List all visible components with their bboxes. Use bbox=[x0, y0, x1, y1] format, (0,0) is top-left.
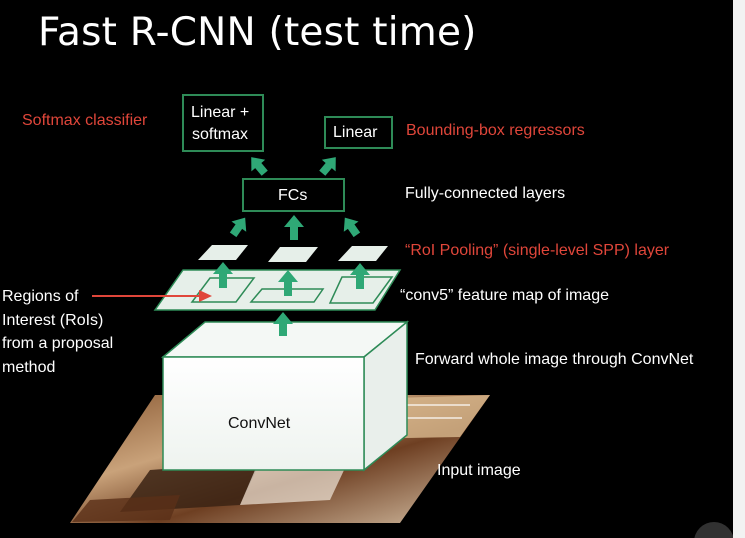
up-arrows bbox=[213, 215, 370, 336]
input-image-label: Input image bbox=[437, 462, 521, 479]
rois-label-line4: method bbox=[2, 359, 56, 376]
softmax-classifier-label: Softmax classifier bbox=[22, 112, 148, 129]
bbox-regressors-label: Bounding-box regressors bbox=[406, 122, 585, 139]
fc-layers-label: Fully-connected layers bbox=[405, 185, 566, 202]
arrow-up bbox=[350, 263, 370, 289]
roi-pooled-features bbox=[198, 245, 388, 262]
arrow-up bbox=[284, 215, 304, 240]
roi-pooling-label: “RoI Pooling” (single-level SPP) layer bbox=[405, 242, 670, 259]
linear-softmax-label-1: Linear + bbox=[191, 104, 250, 121]
forward-label: Forward whole image through ConvNet bbox=[415, 351, 694, 368]
arrow-diagonal bbox=[251, 157, 268, 176]
conv5-label: “conv5” feature map of image bbox=[400, 287, 609, 304]
fcs-box bbox=[242, 178, 345, 212]
rois-label-line3: from a proposal bbox=[2, 335, 114, 352]
slide-edge bbox=[733, 0, 745, 538]
play-control-icon[interactable] bbox=[694, 522, 733, 538]
linear-softmax-label-2: softmax bbox=[192, 126, 249, 143]
arrow-up bbox=[273, 312, 293, 336]
roi-box-1 bbox=[190, 277, 256, 303]
roi-box-2 bbox=[249, 288, 325, 303]
arrow-up bbox=[213, 262, 233, 288]
arrow-diagonal bbox=[319, 157, 336, 176]
rois-label-line1: Regions of bbox=[2, 288, 79, 305]
rois-label-line2: Interest (RoIs) bbox=[2, 312, 104, 329]
conv5-feature-map bbox=[153, 269, 402, 311]
convnet-label: ConvNet bbox=[228, 415, 291, 432]
arrow-diagonal bbox=[343, 217, 361, 238]
arrow-up bbox=[278, 270, 298, 296]
arrow-diagonal bbox=[229, 217, 247, 238]
linear-label: Linear bbox=[333, 124, 378, 141]
roi-pointer-arrow bbox=[92, 290, 212, 302]
fcs-label: FCs bbox=[278, 187, 308, 204]
linear-box bbox=[324, 116, 393, 149]
roi-box-3 bbox=[328, 276, 394, 304]
linear-softmax-box bbox=[182, 94, 264, 152]
slide-title: Fast R-CNN (test time) bbox=[38, 10, 477, 55]
convnet-cube bbox=[160, 320, 410, 472]
diagonal-arrows bbox=[229, 157, 361, 238]
